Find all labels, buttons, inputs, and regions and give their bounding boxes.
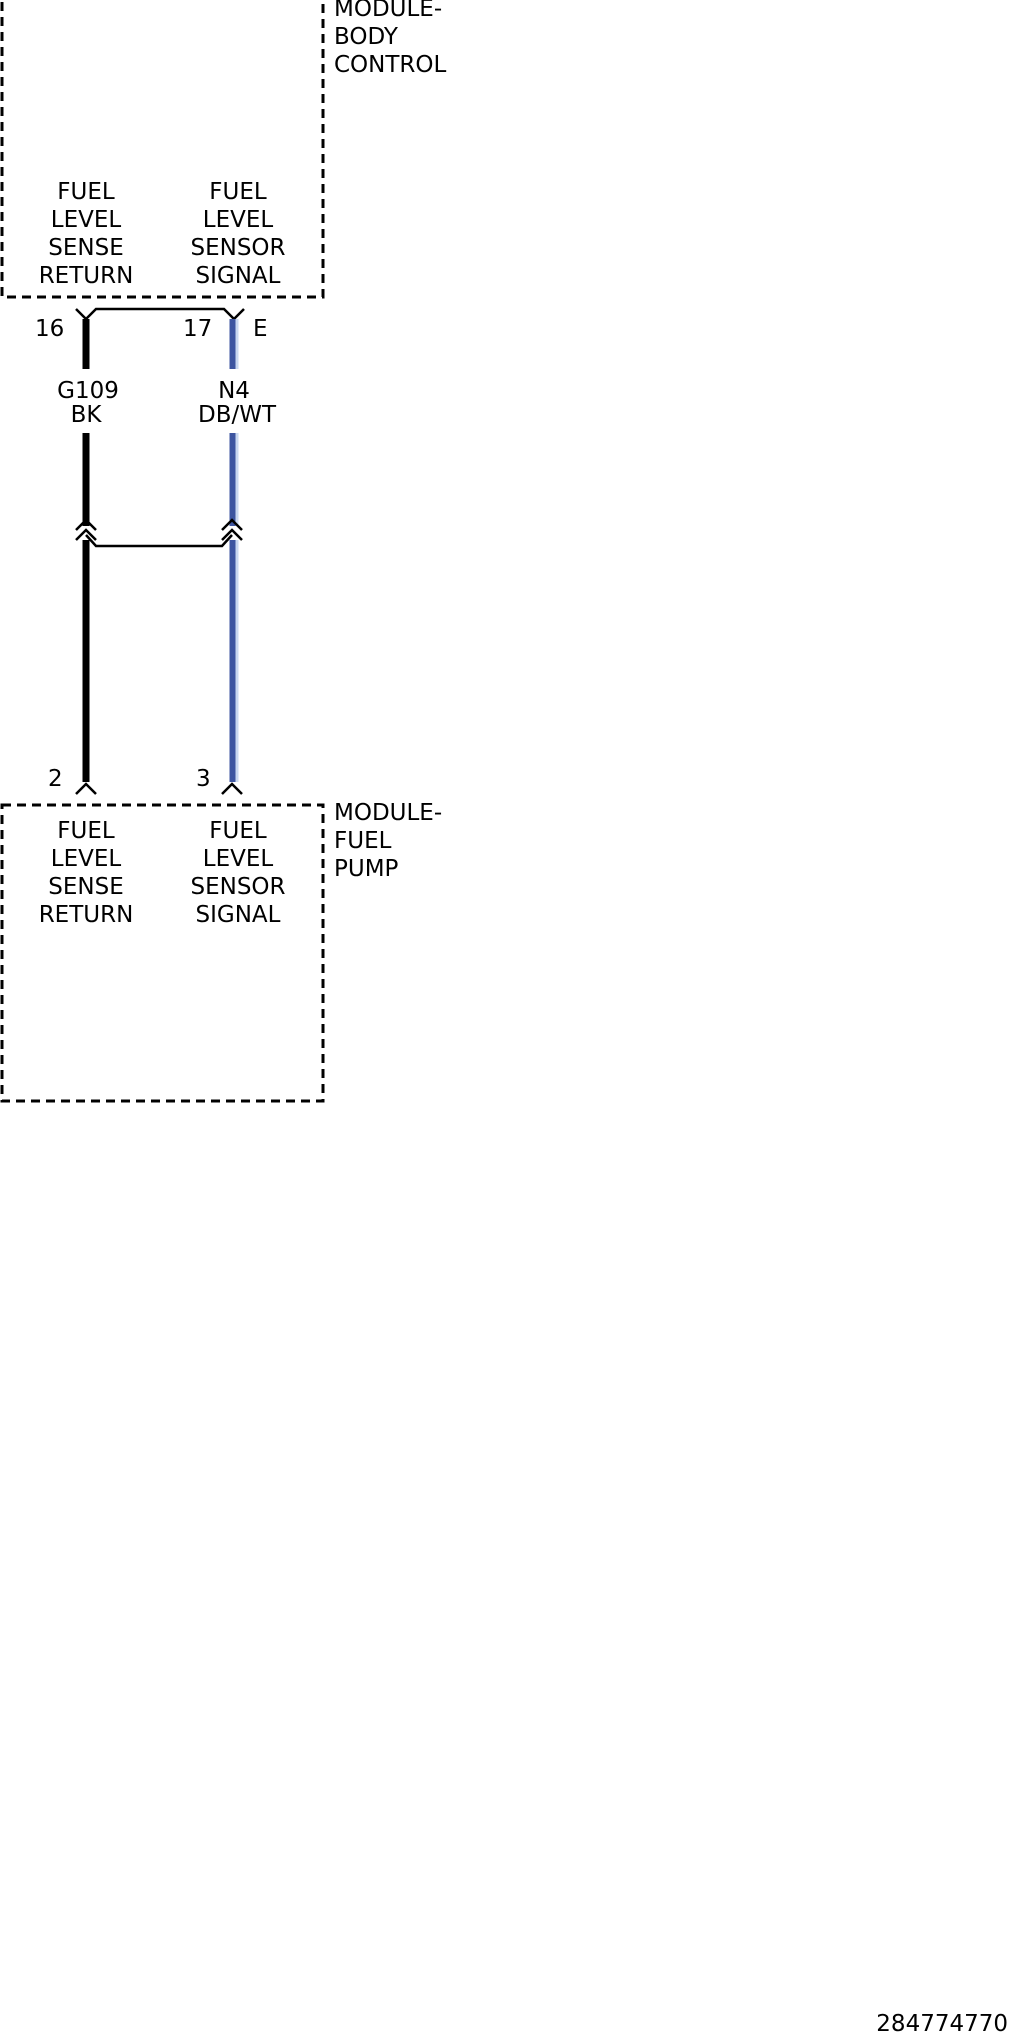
- diagram-id: 284774770: [876, 2011, 1008, 2037]
- svg-text:FUEL: FUEL: [57, 179, 115, 205]
- fuel-pump-name-line-2: FUEL: [334, 828, 392, 854]
- bcm-pin-16-number: 16: [35, 316, 64, 342]
- svg-text:SIGNAL: SIGNAL: [196, 902, 281, 928]
- fuel-pump-pin-3-number: 3: [196, 766, 211, 792]
- return-wire-circuit: G109: [57, 378, 119, 404]
- svg-text:SENSE: SENSE: [48, 235, 123, 261]
- bcm-connector-shell: [75, 307, 245, 321]
- fuel-pump-terminals: [75, 782, 243, 795]
- return-wire-color-code: BK: [71, 402, 103, 428]
- svg-text:SENSE: SENSE: [48, 874, 123, 900]
- bcm-dashed-outline: [0, 2, 325, 299]
- svg-text:LEVEL: LEVEL: [203, 207, 274, 233]
- fuel-pump-name-line-3: PUMP: [334, 856, 399, 882]
- svg-text:LEVEL: LEVEL: [203, 846, 274, 872]
- fuel-pump-pin-2-number: 2: [48, 766, 63, 792]
- fuel-pump-name-line-1: MODULE-: [334, 800, 442, 826]
- svg-text:FUEL: FUEL: [209, 818, 267, 844]
- svg-text:RETURN: RETURN: [39, 263, 134, 289]
- svg-text:LEVEL: LEVEL: [51, 207, 122, 233]
- signal-wire-circuit: N4: [218, 378, 250, 404]
- bcm-pin-16-label: FUEL LEVEL SENSE RETURN: [39, 179, 134, 289]
- signal-wire-label: N4 DB/WT: [198, 378, 277, 428]
- svg-text:FUEL: FUEL: [209, 179, 267, 205]
- signal-wire-lower: [229, 540, 239, 782]
- svg-text:LEVEL: LEVEL: [51, 846, 122, 872]
- svg-text:SIGNAL: SIGNAL: [196, 263, 281, 289]
- return-wire-label: G109 BK: [57, 378, 119, 428]
- bcm-connector-e-label: E: [253, 316, 268, 342]
- body-control-module: MODULE- BODY CONTROL FUEL LEVEL SENSE RE…: [0, 0, 447, 299]
- inline-connector: [75, 518, 243, 548]
- fuel-pump-pin-2-label: FUEL LEVEL SENSE RETURN: [39, 818, 134, 928]
- bcm-name-line-2: BODY: [334, 24, 399, 50]
- signal-wire-color-code: DB/WT: [198, 402, 277, 428]
- inline-connector-shell: [85, 534, 233, 548]
- bcm-name-line-1: MODULE-: [334, 0, 442, 22]
- svg-text:RETURN: RETURN: [39, 902, 134, 928]
- svg-text:SENSOR: SENSOR: [190, 874, 285, 900]
- fuel-pump-module: MODULE- FUEL PUMP FUEL LEVEL SENSE RETUR…: [0, 800, 442, 1103]
- svg-text:FUEL: FUEL: [57, 818, 115, 844]
- bcm-pin-17-label: FUEL LEVEL SENSOR SIGNAL: [190, 179, 285, 289]
- bcm-name-line-3: CONTROL: [334, 52, 447, 78]
- bcm-pin-17-number: 17: [183, 316, 212, 342]
- fuel-pump-dashed-outline: [0, 803, 325, 1103]
- fuel-pump-pin-3-label: FUEL LEVEL SENSOR SIGNAL: [190, 818, 285, 928]
- svg-text:SENSOR: SENSOR: [190, 235, 285, 261]
- signal-wire-upper: [229, 319, 239, 526]
